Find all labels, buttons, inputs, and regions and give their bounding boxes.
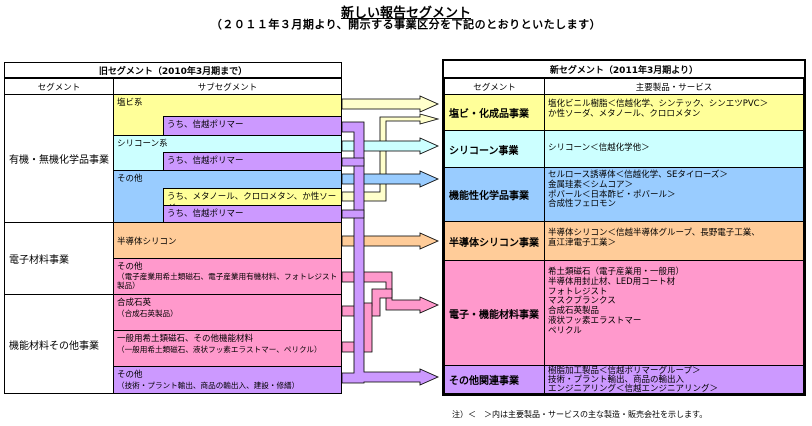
product-line: 合成性フェロモン [548,199,617,210]
sub-label: 合成石英 [117,298,152,308]
sub-detail: （一般用希土類磁石、液状フッ素エラストマー、ペリクル） [117,345,322,354]
product-line: フォトレジスト [548,286,608,297]
new-segment-pvc-chem: 塩ビ・化成品事業 [444,94,545,131]
new-segment-silicone: シリコーン事業 [444,130,545,168]
sub-label: シリコーン系 [117,139,168,149]
page-title: 新しい報告セグメント [0,2,812,21]
old-sub-rare-earth: 一般用希土類磁石、その他機能材料 （一般用希土類磁石、液状フッ素エラストマー、ペ… [113,330,342,367]
new-segment-label: 機能性化学品事業 [449,191,529,202]
new-segment-label: シリコーン事業 [449,145,519,157]
product-line: 直江津電子工業＞ [548,237,617,248]
sub-detail: （技術・プラント輸出、商品の輸出入、建設・修繕） [117,381,300,390]
product-line: 合成石英製品 [548,306,600,317]
sub-label: その他 [117,174,143,184]
sub-label: その他 [117,262,143,272]
sub-label: 一般用希土類磁石、その他機能材料 [117,334,254,344]
product-line: か性ソーダ、メタノール、クロロメタン [548,108,701,119]
new-products-silicone: シリコーン＜信越化学他＞ [544,130,804,168]
product-line: 樹脂加工製品＜信越ポリマーグループ＞ [548,366,701,376]
sub-label: うち、信越ポリマー [167,120,244,130]
sub-label: 塩ビ系 [117,98,143,108]
sub-detail: （合成石英製品） [117,309,178,318]
sub-label: うち、信越ポリマー [167,156,244,166]
new-segment-label: 半導体シリコン事業 [449,237,539,249]
product-line: 液状フッ素エラストマー [548,315,642,326]
old-segment-functional-materials: 機能材料その他事業 [4,294,114,394]
arrow-methanol [341,113,440,202]
arrow-pvc [341,95,439,113]
product-line: エンジニアリング＜信越エンジニアリング＞ [548,383,719,394]
new-segment-functional-chem: 機能性化学品事業 [444,167,545,222]
product-line: 希土類磁石（電子産業用・一般用） [548,267,685,277]
new-segment-electronic-functional: 電子・機能材料事業 [444,260,545,366]
product-line: シリコーン＜信越化学他＞ [548,143,650,154]
new-products-pvc-chem: 塩化ビニル樹脂＜信越化学、シンテック、シンエツPVC＞ か性ソーダ、メタノール、… [544,94,804,131]
sub-detail: （電子産業用希土類磁石、電子産業用有機材料、フォトレジスト製品） [117,272,338,291]
new-segment-frame [442,59,806,396]
old-segment-label: 電子材料事業 [9,255,69,266]
page-subtitle: （２０１１年３月期より、開示する事業区分を下記のとおりといたします） [210,18,602,31]
product-line: マスクブランクス [548,296,616,307]
old-segment-label: 有機・無機化学品事業 [9,155,109,166]
product-line: ペリクル [548,325,582,336]
product-line: セルロース誘導体＜信越化学、SEタイローズ＞ [548,170,728,180]
old-sub-electronic-other: その他 （電子産業用希土類磁石、電子産業用有機材料、フォトレジスト製品） [113,258,342,295]
sub-label: その他 [117,370,143,380]
new-segment-label: 塩ビ・化成品事業 [449,109,529,120]
new-segment-semiconductor: 半導体シリコン事業 [444,221,545,261]
product-line: 技術・プラント輸出、商品の輸出入 [548,374,685,385]
sub-label: 半導体シリコン [117,236,177,247]
new-products-other: 樹脂加工製品＜信越ポリマーグループ＞ 技術・プラント輸出、商品の輸出入 エンジニ… [544,365,804,394]
title-text: 新しい報告セグメント [340,6,471,21]
new-segment-header: 新セグメント（2011年3月期より） [444,62,804,78]
product-line: ポバール＜日本酢ビ・ポバール＞ [548,189,676,200]
new-segment-label: 電子・機能材料事業 [449,309,539,321]
new-products-semiconductor: 半導体シリコン＜信越半導体グループ、長野電子工業、 直江津電子工業＞ [544,221,804,261]
product-line: 金属珪素＜シムコア＞ [548,179,634,190]
new-products-electronic-functional: 希土類磁石（電子産業用・一般用） 半導体用封止材、LED用コート材 フォトレジス… [544,260,804,366]
old-segment-organic-inorganic: 有機・無機化学品事業 [4,94,114,223]
new-col-products: 主要製品・サービス [544,78,804,95]
sub-label: うち、信越ポリマー [167,209,244,219]
old-sub-other-services: その他 （技術・プラント輸出、商品の輸出入、建設・修繕） [113,366,342,394]
arrow-other [341,121,439,386]
product-line: 塩化ビニル樹脂＜信越化学、シンテック、シンエツPVC＞ [548,99,769,109]
new-segment-other: その他関連事業 [444,365,545,394]
old-segment-label: 機能材料その他事業 [9,340,99,352]
new-products-functional-chem: セルロース誘導体＜信越化学、SEタイローズ＞ 金属珪素＜シムコア＞ ポバール＜日… [544,167,804,222]
new-segment-label: その他関連事業 [449,376,519,387]
product-line: 半導体用封止材、LED用コート材 [548,276,676,287]
old-sub-semiconductor: 半導体シリコン [113,222,342,259]
footnote: 注）＜ ＞内は主要製品・サービスの主な製造・販売会社を示します。 [452,410,708,419]
old-segment-header: 旧セグメント（2010年3月期まで） [4,62,342,78]
new-col-segment: セグメント [444,78,545,95]
product-line: 半導体シリコン＜信越半導体グループ、長野電子工業、 [548,228,760,238]
